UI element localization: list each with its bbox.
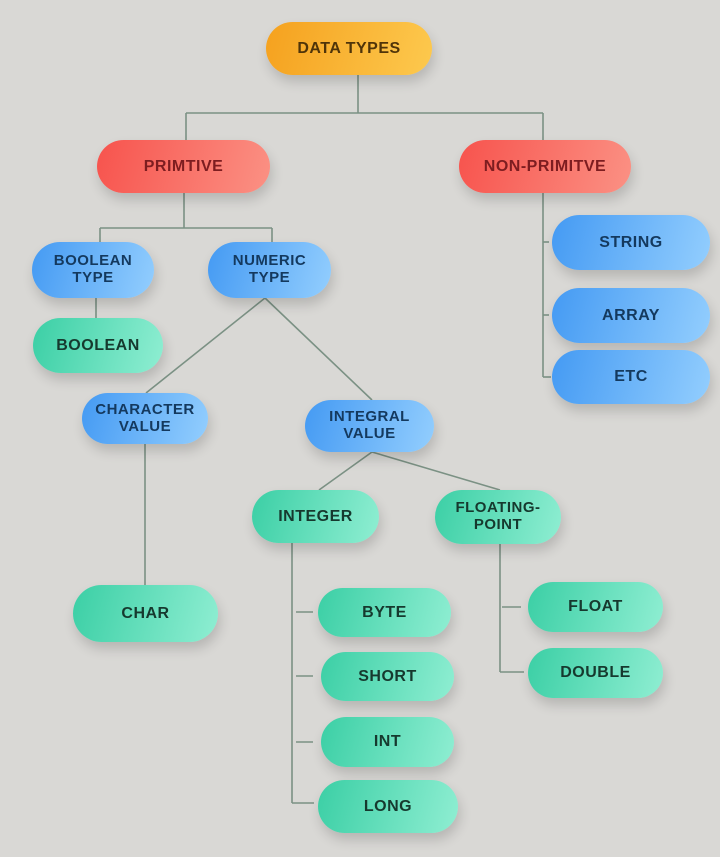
edge-numeric-integral [264,297,373,401]
edge-integral-integer [318,451,373,491]
node-byte: BYTE [318,588,451,637]
node-int: INT [321,717,454,767]
node-integral-value: INTEGRAL VALUE [305,400,434,452]
edge-integral-floating [371,451,501,491]
node-etc: ETC [552,350,710,404]
node-boolean-type: BOOLEAN TYPE [32,242,154,298]
node-primtive: PRIMTIVE [97,140,270,193]
node-char: CHAR [73,585,218,642]
node-string: STRING [552,215,710,270]
edge-numeric-character [145,297,266,394]
node-non-primitve: NON-PRIMITVE [459,140,631,193]
node-floating-point: FLOATING- POINT [435,490,561,544]
node-long: LONG [318,780,458,833]
node-double: DOUBLE [528,648,663,698]
node-integer: INTEGER [252,490,379,543]
node-short: SHORT [321,652,454,701]
node-character-value: CHARACTER VALUE [82,393,208,444]
node-boolean: BOOLEAN [33,318,163,373]
node-numeric-type: NUMERIC TYPE [208,242,331,298]
node-array: ARRAY [552,288,710,343]
node-float: FLOAT [528,582,663,632]
node-data-types: DATA TYPES [266,22,432,75]
